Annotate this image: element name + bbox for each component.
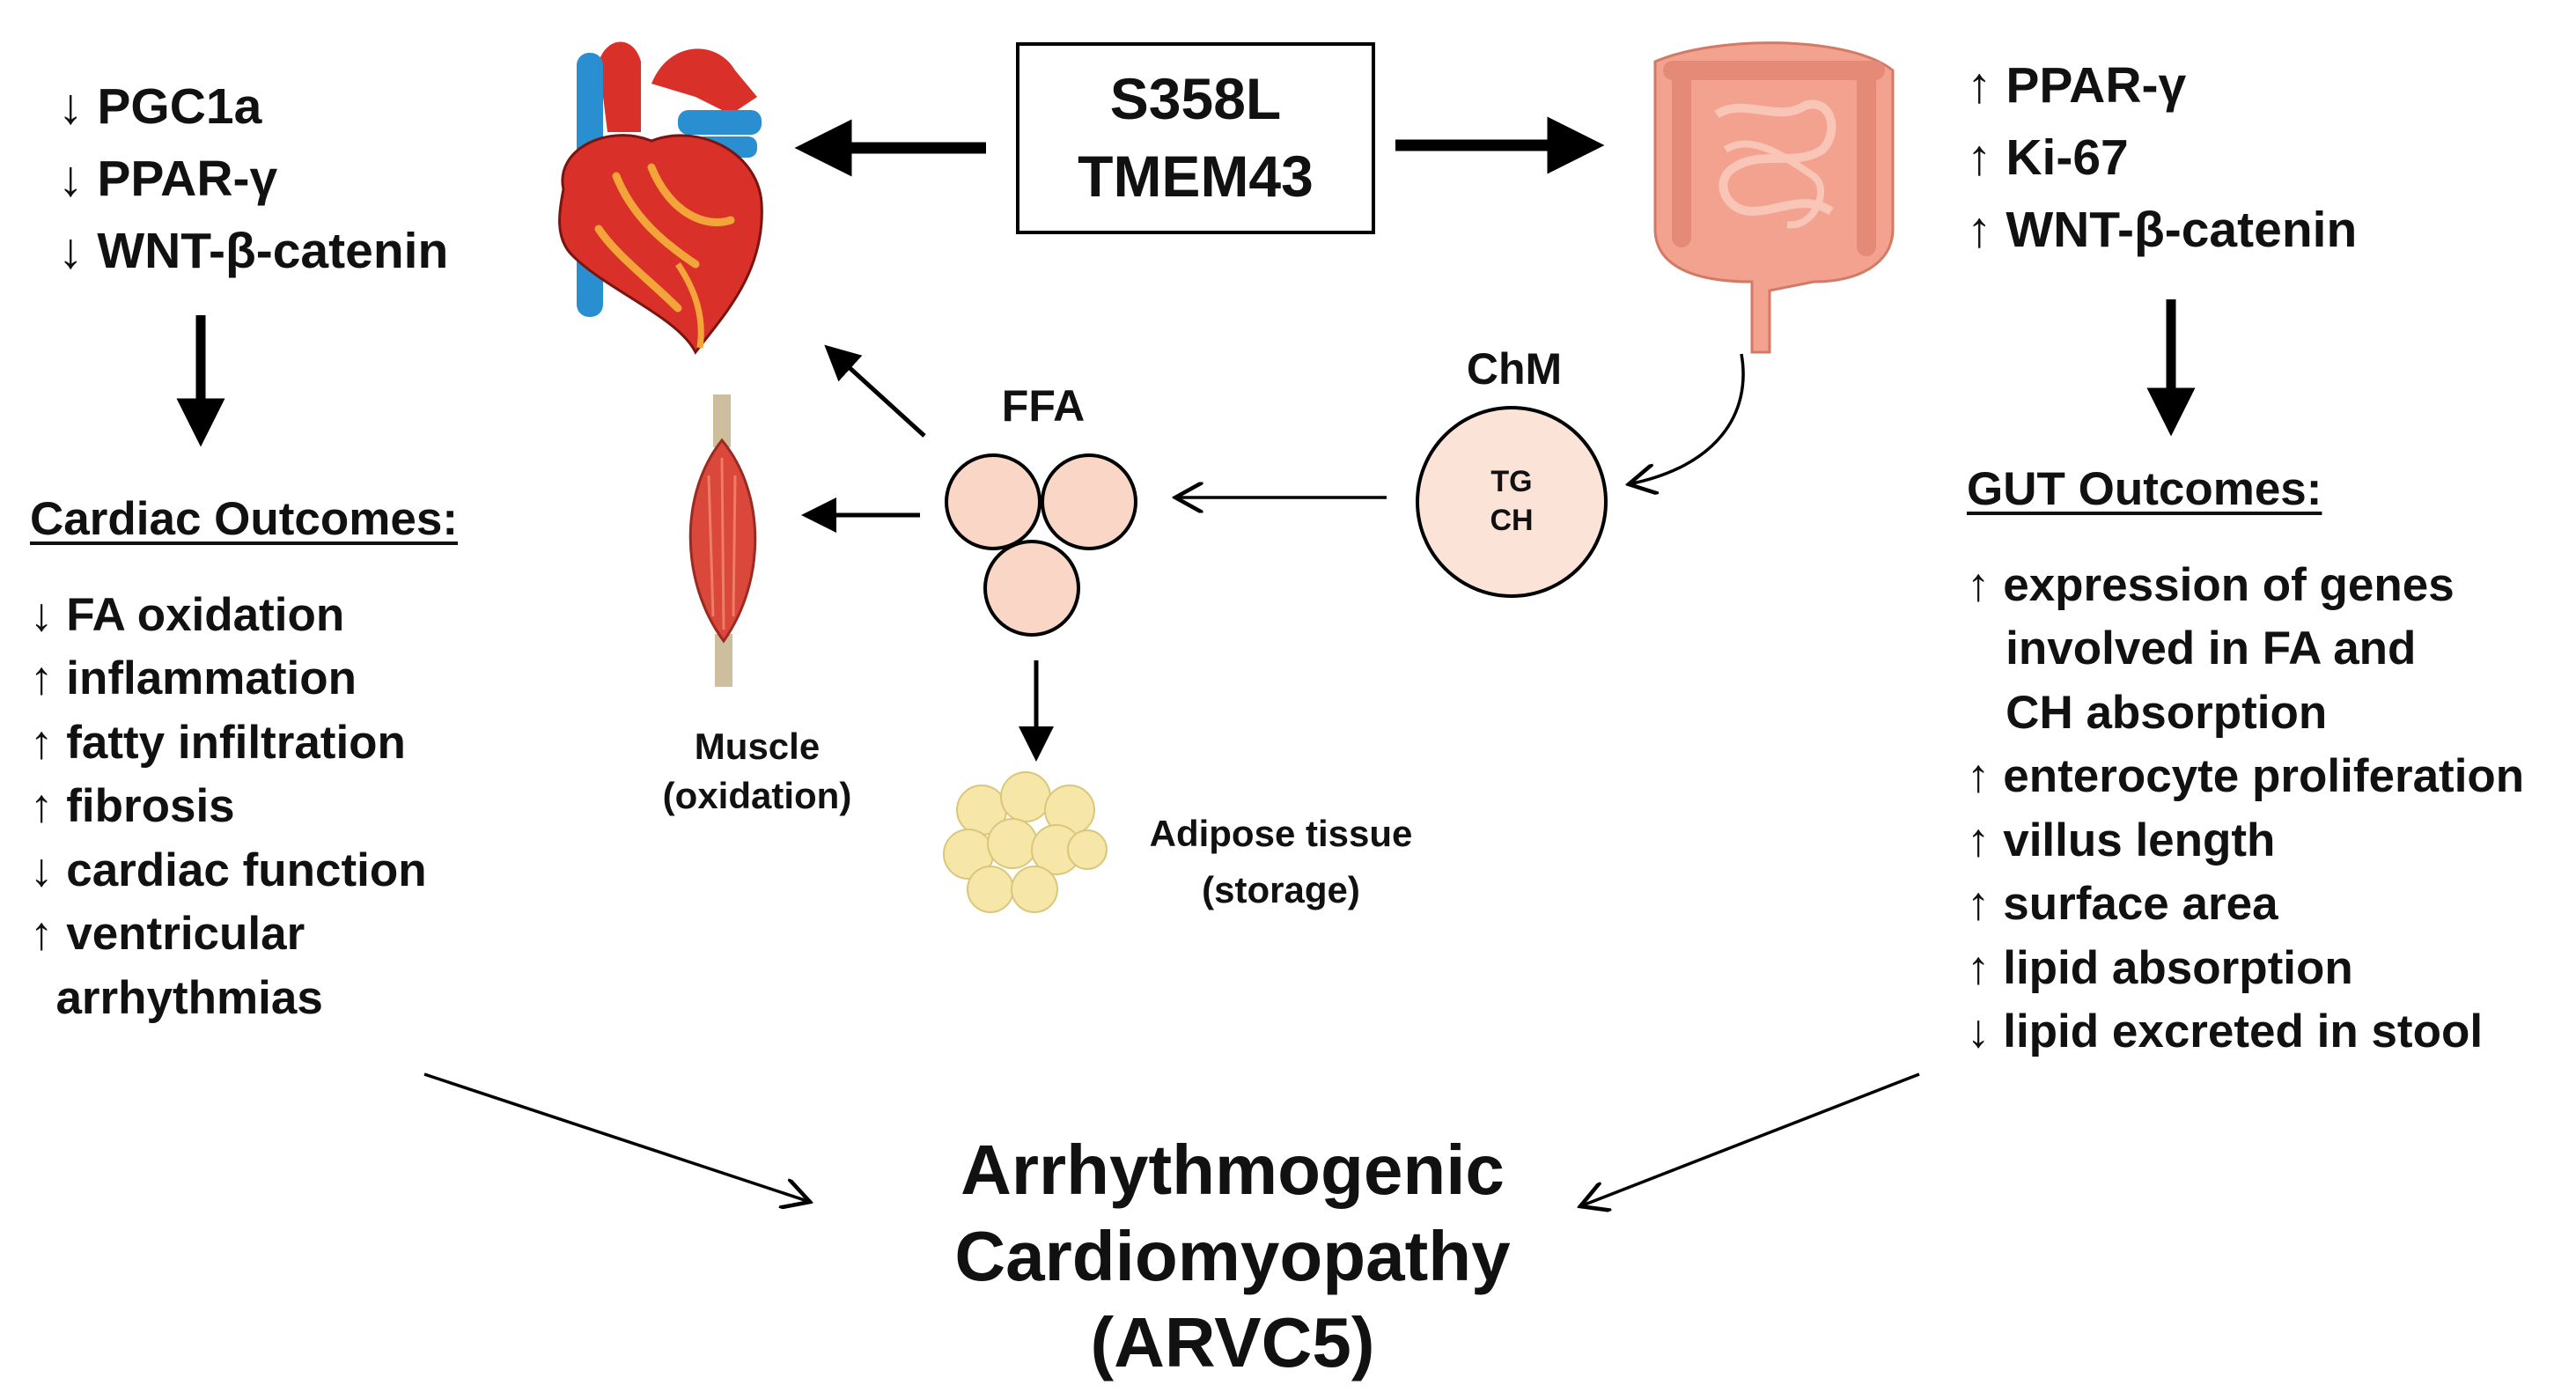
adipose-icon [943,771,1108,913]
down-arrow-icon: ↓ [58,223,84,279]
arrow-ffa-to-heart [824,344,926,438]
mutation-box [1016,42,1375,234]
intestine-icon [1653,41,1895,354]
gut-marker-row: ↑ WNT-β-catenin [1967,194,2357,266]
list-item: ↑ fatty infiltration [30,716,406,769]
chm-label: ChM [1466,344,1563,394]
arrow-cardiac-to-outcome [423,1072,810,1202]
gut-outcomes-list: ↑ expression of genes involved in FA and… [1967,554,2524,1065]
gut-outcomes: GUT Outcomes: ↑ expression of genes invo… [1967,458,2524,1065]
list-item: ↓ cardiac function [30,844,427,896]
ffa-circle-3 [983,540,1080,637]
marker-label: Ki-67 [2006,129,2129,186]
ffa-circle-2 [1041,453,1137,550]
mutation-label: S358L TMEM43 [1018,60,1373,215]
outcome-label: Arrhythmogenic Cardiomyopathy (ARVC5) [880,1127,1585,1386]
list-item: ↑ surface area [1967,878,2278,930]
marker-label: WNT-β-catenin [97,223,449,279]
list-item: CH absorption [1967,686,2328,739]
list-item: ↑ inflammation [30,652,357,704]
gut-marker-row: ↑ Ki-67 [1967,122,2357,194]
marker-label: PPAR-γ [97,151,278,207]
outcome-line2: Cardiomyopathy [954,1217,1511,1295]
list-item: ↓ lipid excreted in stool [1967,1006,2484,1057]
adipose-label-line1: Adipose tissue [1149,813,1413,854]
heart-marker-row: ↓ WNT-β-catenin [58,215,448,287]
muscle-icon [688,394,757,687]
arrow-gut-to-outcome [1580,1072,1920,1206]
marker-label: WNT-β-catenin [2006,202,2358,258]
heart-marker-row: ↓ PPAR-γ [58,143,448,215]
arrow-gut-to-chm [1629,353,1745,484]
cardiac-outcomes-list: ↓ FA oxidation ↑ inflammation ↑ fatty in… [30,584,458,1031]
list-item: arrhythmias [30,971,323,1024]
marker-label: PGC1a [97,78,262,135]
ffa-circle-1 [945,453,1041,550]
chm-circle [1416,406,1608,598]
heart-markers: ↓ PGC1a ↓ PPAR-γ ↓ WNT-β-catenin [58,70,448,287]
gut-markers: ↑ PPAR-γ ↑ Ki-67 ↑ WNT-β-catenin [1967,49,2357,266]
chm-ch: CH [1490,504,1534,537]
gut-marker-row: ↑ PPAR-γ [1967,49,2357,122]
list-item: ↑ lipid absorption [1967,941,2353,994]
cardiac-outcomes: Cardiac Outcomes: ↓ FA oxidation ↑ infla… [30,488,458,1030]
muscle-label-line1: Muscle [694,726,821,767]
heart-icon [558,41,763,355]
outcome-line3: (ARVC5) [1090,1303,1375,1382]
up-arrow-icon: ↑ [1967,202,1992,258]
marker-label: PPAR-γ [2006,57,2187,114]
mutation-line1: S358L [1109,66,1282,131]
list-item: ↑ villus length [1967,814,2276,866]
chm-contents: TG CH [1468,462,1556,540]
list-item: ↑ enterocyte proliferation [1967,750,2525,802]
muscle-label: Muscle (oxidation) [625,722,889,821]
ffa-label: FFA [1001,381,1086,431]
up-arrow-icon: ↑ [1967,57,1992,114]
list-item: ↓ FA oxidation [30,588,345,641]
adipose-label: Adipose tissue (storage) [1114,806,1448,918]
down-arrow-icon: ↓ [58,78,84,135]
down-arrow-icon: ↓ [58,151,84,207]
muscle-label-line2: (oxidation) [662,775,852,816]
chm-tg: TG [1490,465,1533,498]
list-item: ↑ fibrosis [30,780,235,832]
gut-outcomes-title: GUT Outcomes: [1967,463,2322,515]
cardiac-outcomes-title: Cardiac Outcomes: [30,493,458,545]
up-arrow-icon: ↑ [1967,129,1992,186]
adipose-label-line2: (storage) [1202,869,1360,910]
list-item: ↑ expression of genes [1967,558,2455,611]
mutation-line2: TMEM43 [1078,144,1314,209]
heart-marker-row: ↓ PGC1a [58,70,448,143]
outcome-line1: Arrhythmogenic [960,1131,1505,1209]
list-item: involved in FA and [1967,623,2417,674]
list-item: ↑ ventricular [30,908,305,960]
